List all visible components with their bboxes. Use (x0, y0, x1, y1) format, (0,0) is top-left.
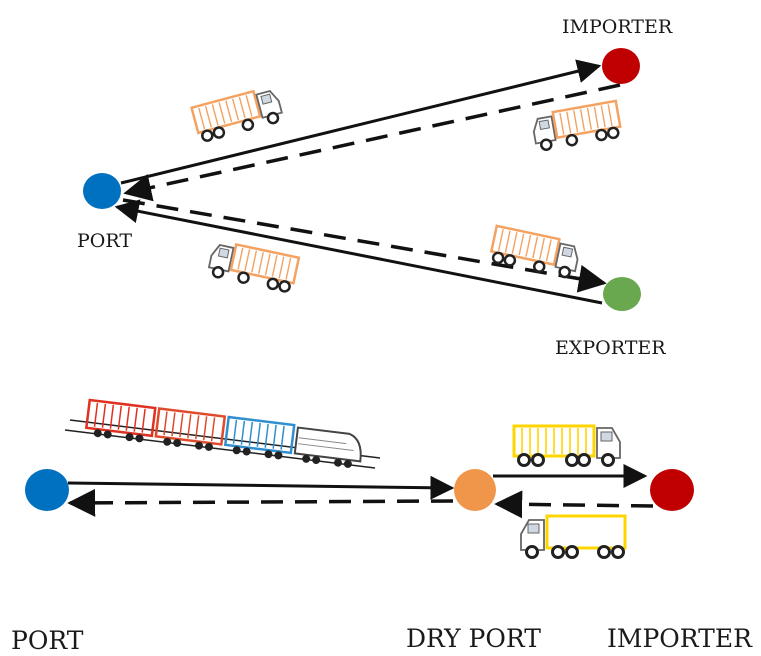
node-port (25, 469, 69, 511)
label-dry-port: DRY PORT (406, 624, 541, 653)
truck-icon (519, 514, 627, 559)
locomotive (293, 426, 362, 468)
train-icon (84, 398, 362, 468)
flow-dry-port-to-port-empty (67, 488, 454, 517)
flow-exporter-to-port (114, 199, 603, 305)
node-dry-port (454, 469, 496, 511)
node-port (83, 173, 121, 209)
flow-importer-to-dry-port-empty (494, 490, 654, 519)
truck-icon (488, 224, 583, 281)
flow-port-to-dry-port (67, 475, 455, 500)
rail-wagon (223, 415, 296, 460)
label-port-bottom: PORT (11, 626, 84, 655)
bottom-diagram (25, 398, 694, 559)
node-exporter (603, 277, 641, 311)
flow-port-to-importer (120, 59, 602, 185)
rail-wagon (84, 398, 157, 443)
flow-importer-to-port-empty (123, 83, 621, 202)
truck-icon (512, 424, 622, 467)
label-importer-top: IMPORTER (562, 16, 673, 38)
truck-icon (190, 84, 286, 144)
top-diagram (83, 48, 641, 311)
rail-wagon (154, 407, 227, 451)
truck-icon (529, 99, 624, 153)
flow-port-to-exporter-empty (122, 198, 607, 293)
node-importer (602, 48, 640, 84)
label-exporter: EXPORTER (555, 337, 666, 359)
truck-icon (206, 238, 301, 295)
rail-track (64, 429, 376, 469)
label-importer-bottom: IMPORTER (607, 624, 752, 653)
label-port-top: PORT (77, 230, 133, 252)
node-importer (650, 469, 694, 511)
